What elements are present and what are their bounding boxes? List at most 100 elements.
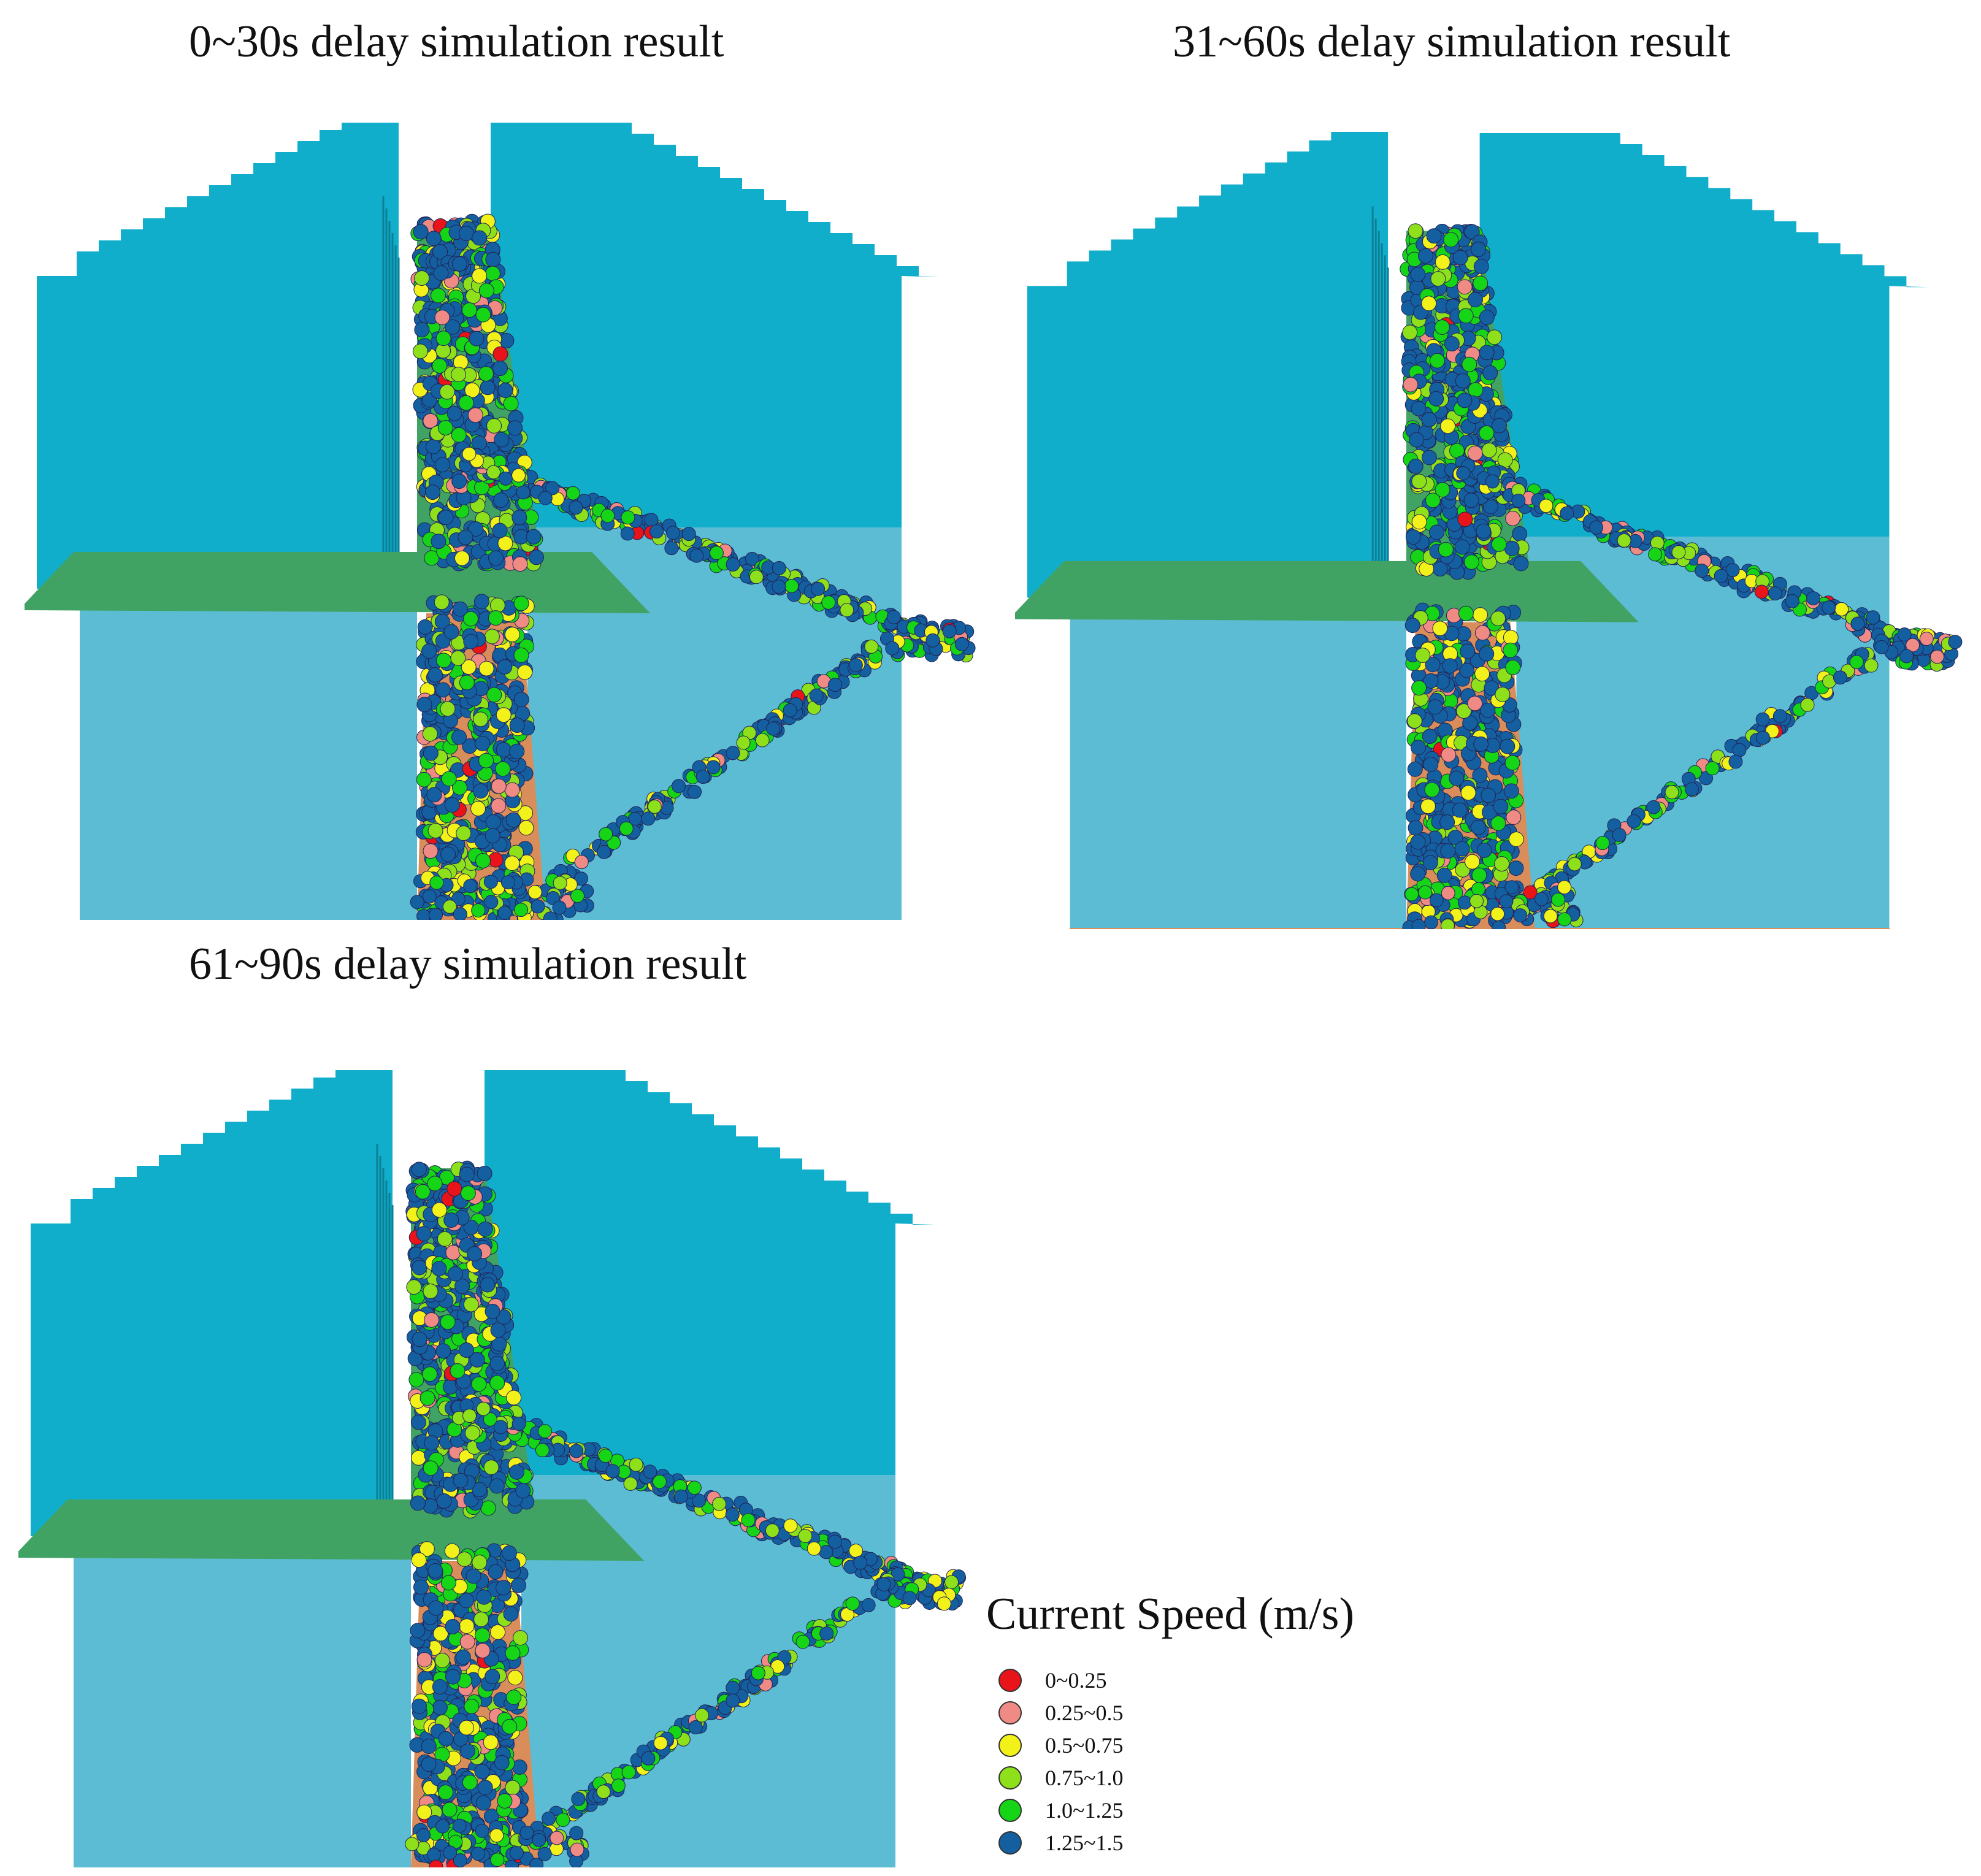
pedestrian-dot — [1428, 391, 1444, 407]
pedestrian-dot — [437, 1231, 453, 1247]
pedestrian-dot — [1405, 529, 1421, 545]
pedestrian-dot — [439, 384, 455, 400]
pedestrian-dot — [445, 319, 461, 335]
pedestrian-dot — [432, 1699, 448, 1715]
pedestrian-dot — [474, 1764, 490, 1780]
pedestrian-dot — [1699, 771, 1714, 786]
pedestrian-dot — [1456, 466, 1471, 481]
pedestrian-dot — [1407, 761, 1423, 777]
pedestrian-dot — [1523, 885, 1538, 900]
pedestrian-dot — [1479, 425, 1495, 441]
pedestrian-dot — [784, 578, 799, 593]
pedestrian-dot — [1456, 703, 1472, 719]
pedestrian-dot — [519, 1826, 534, 1840]
pedestrian-dot — [1567, 857, 1582, 871]
pedestrian-dot — [1410, 740, 1426, 756]
pedestrian-dot — [726, 557, 740, 572]
pedestrian-dot — [1665, 785, 1679, 800]
pedestrian-dot — [475, 1643, 491, 1659]
pedestrian-dot — [483, 1460, 499, 1476]
pedestrian-dot — [1460, 643, 1476, 659]
pedestrian-dot — [828, 678, 843, 692]
pedestrian-dot — [427, 822, 443, 838]
pedestrian-dot — [1874, 640, 1889, 654]
pedestrian-dot — [527, 885, 542, 900]
pedestrian-dot — [473, 711, 489, 727]
left-upper-wall — [37, 123, 399, 589]
pedestrian-dot — [495, 761, 511, 777]
pedestrian-dot — [1411, 919, 1426, 929]
pedestrian-dot — [518, 820, 534, 836]
pedestrian-dot — [1617, 533, 1631, 548]
pedestrian-dot — [765, 1523, 780, 1538]
pedestrian-dot — [1650, 535, 1665, 550]
pedestrian-dot — [726, 746, 740, 760]
pedestrian-dot — [848, 1544, 863, 1558]
pedestrian-dot — [453, 1853, 467, 1867]
pedestrian-dot — [476, 1401, 491, 1416]
pedestrian-dot — [410, 1414, 426, 1430]
pedestrian-dot — [1833, 670, 1847, 685]
pedestrian-dot — [937, 1596, 951, 1611]
pedestrian-dot — [598, 1449, 613, 1463]
pedestrian-dot — [741, 1513, 756, 1528]
pedestrian-dot — [427, 667, 443, 683]
pedestrian-dot — [412, 1331, 427, 1347]
pedestrian-dot — [512, 468, 526, 483]
pedestrian-dot — [755, 733, 770, 748]
upper-floor-slab — [25, 552, 650, 613]
pedestrian-dot — [470, 801, 486, 817]
pedestrian-dot — [1404, 887, 1419, 902]
pedestrian-dot — [1415, 648, 1431, 663]
pedestrian-dot — [501, 1545, 517, 1561]
pedestrian-dot — [1476, 843, 1492, 858]
pedestrian-dot — [413, 224, 429, 240]
pedestrian-dot — [1458, 308, 1474, 324]
pedestrian-dot — [641, 1751, 656, 1766]
pedestrian-dot — [447, 1266, 463, 1282]
simulation-scene-2 — [1015, 132, 1963, 929]
pedestrian-dot — [423, 1460, 439, 1476]
pedestrian-dot — [413, 1579, 429, 1595]
pedestrian-dot — [1543, 909, 1558, 924]
pedestrian-dot — [451, 427, 467, 443]
pedestrian-dot — [494, 1420, 508, 1434]
pedestrian-dot — [473, 594, 489, 610]
pedestrian-dot — [552, 900, 567, 915]
pedestrian-dot — [621, 510, 635, 525]
pedestrian-dot — [497, 659, 513, 675]
pedestrian-dot — [426, 231, 442, 247]
pedestrian-dot — [462, 1409, 477, 1423]
pedestrian-dot — [526, 529, 542, 545]
pedestrian-dot — [433, 1626, 449, 1642]
pedestrian-dot — [485, 814, 501, 830]
pedestrian-dot — [876, 1577, 891, 1592]
pedestrian-dot — [1449, 770, 1465, 786]
pedestrian-dot — [641, 811, 656, 826]
pedestrian-dot — [1429, 524, 1444, 540]
pedestrian-dot — [428, 908, 443, 920]
pedestrian-dot — [902, 1591, 917, 1606]
pedestrian-dot — [1473, 607, 1488, 623]
pedestrian-dot — [491, 798, 507, 814]
pedestrian-dot — [459, 1720, 475, 1736]
pedestrian-dot — [1457, 895, 1472, 910]
pedestrian-dot — [1464, 224, 1480, 240]
pedestrian-dot — [1499, 894, 1514, 909]
legend-label: 0~0.25 — [1045, 1667, 1107, 1693]
pedestrian-dot — [1467, 695, 1483, 711]
pedestrian-dot — [537, 1847, 552, 1861]
pedestrian-dot — [461, 302, 477, 318]
pedestrian-dot — [472, 268, 488, 284]
pedestrian-dot — [432, 243, 448, 259]
pedestrian-dot — [436, 653, 452, 668]
pedestrian-dot — [1410, 266, 1426, 282]
pedestrian-dot — [440, 846, 456, 862]
pedestrian-dot — [1557, 880, 1572, 895]
pedestrian-dot — [1648, 547, 1663, 562]
pedestrian-dot — [506, 1690, 522, 1706]
pedestrian-dot — [1513, 556, 1529, 572]
pedestrian-dot — [489, 1355, 505, 1371]
pedestrian-dot — [1455, 373, 1471, 389]
pedestrian-dot — [411, 1552, 427, 1568]
